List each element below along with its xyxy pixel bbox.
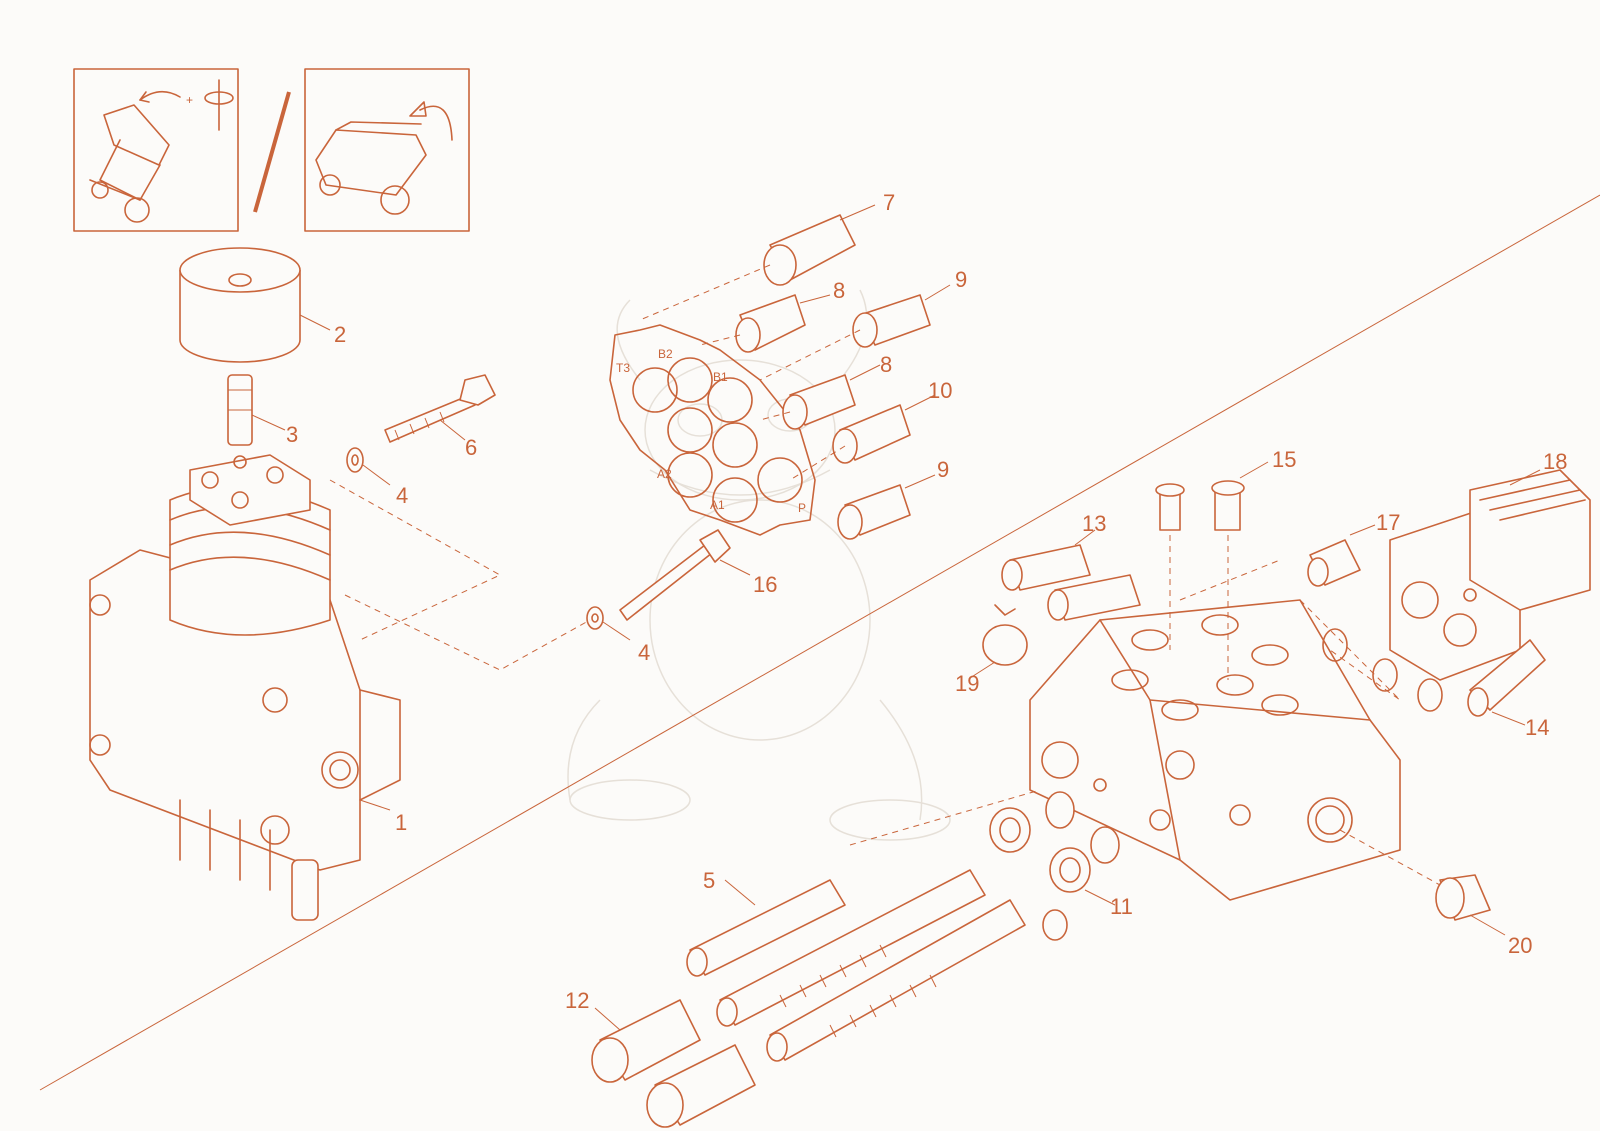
part-3-stem (227, 374, 286, 446)
assembly-dash-left (329, 479, 591, 671)
part-4-washer-a (346, 447, 391, 486)
svg-text:+: + (186, 93, 193, 107)
part-8-fitting-a (735, 294, 831, 353)
callout-14: 14 (1525, 715, 1549, 740)
part-7-fitting (763, 204, 876, 286)
dumper-sketch-2 (315, 121, 427, 215)
part-17-fitting (1307, 524, 1376, 587)
part-9-fitting-b (837, 474, 936, 540)
callout-7: 7 (883, 190, 895, 215)
port-label-p: P (798, 501, 806, 515)
inset-box-tip-rotate (304, 68, 470, 232)
assembly-dash-right (849, 559, 1401, 846)
callout-12: 12 (565, 988, 589, 1013)
callout-18: 18 (1543, 449, 1567, 474)
callout-10: 10 (928, 378, 952, 403)
port-label-a2: A2 (657, 467, 672, 481)
part-20-plug (1435, 874, 1506, 936)
callout-20: 20 (1508, 933, 1532, 958)
callout-15: 15 (1272, 447, 1296, 472)
dumper-sketch-1 (89, 104, 170, 223)
inset-divider-slash (253, 91, 291, 213)
part-5-spools (686, 869, 1026, 1062)
callout-3: 3 (286, 422, 298, 447)
callout-8a: 8 (833, 278, 845, 303)
tip-rotate-icon (409, 101, 453, 141)
part-9-fitting-a (852, 284, 951, 348)
callout-2: 2 (334, 322, 346, 347)
callout-11: 11 (1110, 894, 1133, 919)
callout-5: 5 (703, 868, 715, 893)
port-plate (609, 324, 816, 536)
port-label-b2: B2 (658, 347, 673, 361)
part-13-sensors (1001, 529, 1141, 621)
part-19-cap (969, 604, 1028, 679)
callout-19: 19 (955, 671, 979, 696)
part-2-knob (179, 247, 331, 363)
port-label-b1: B1 (713, 370, 728, 384)
callout-9a: 9 (955, 267, 967, 292)
part-4-washer-b (586, 606, 631, 641)
callout-4b: 4 (638, 640, 650, 665)
part-12-actuators (591, 999, 756, 1128)
main-valve-block (1029, 599, 1401, 901)
separator-line (39, 194, 1600, 1091)
small-seal-rings (1322, 628, 1443, 712)
part-1-joystick-valve (89, 454, 401, 921)
callout-16: 16 (753, 572, 777, 597)
port-label-a1: A1 (710, 498, 725, 512)
part-16-bolt (619, 529, 751, 621)
assembly-dash-fittings (639, 264, 861, 481)
callout-1: 1 (395, 810, 407, 835)
callout-6: 6 (465, 435, 477, 460)
part-14-sensor (1467, 639, 1546, 726)
part-6-bolt (384, 374, 496, 443)
part-15-plug-a (1155, 483, 1185, 531)
port-label-t3: T3 (616, 361, 630, 375)
assembly-dash-plugs (1169, 535, 1229, 680)
inset-box-rotate-both: + (73, 68, 239, 232)
callout-9b: 9 (937, 457, 949, 482)
callout-13: 13 (1082, 511, 1106, 536)
assembly-dash-20 (1339, 829, 1441, 886)
part-18-solenoid (1389, 469, 1591, 681)
rotate-both-axes-icon: + (139, 79, 234, 131)
callout-4a: 4 (396, 483, 408, 508)
part-8-fitting-b (782, 364, 881, 430)
part-15-plug-b (1211, 461, 1269, 531)
callout-17: 17 (1376, 510, 1400, 535)
callout-8b: 8 (880, 352, 892, 377)
part-11-seals (989, 791, 1120, 941)
